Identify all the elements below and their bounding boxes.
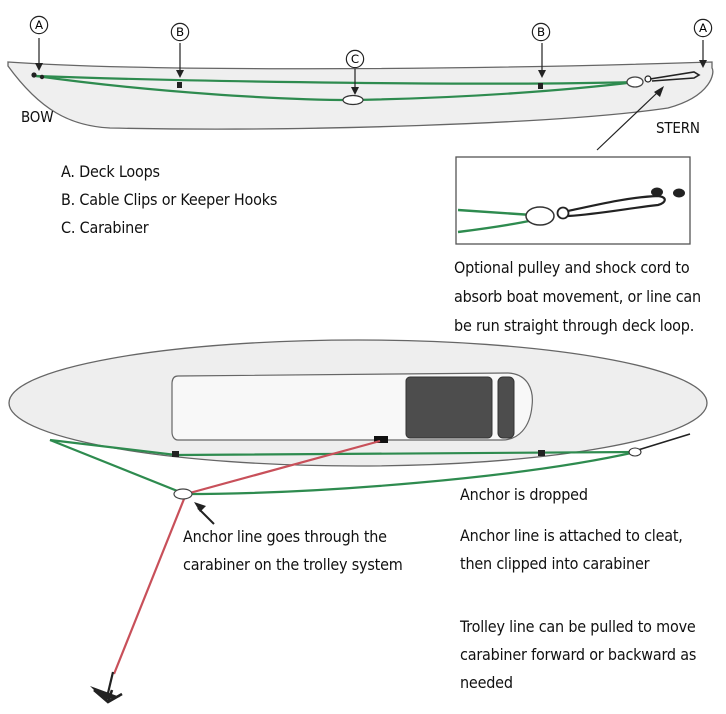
trolley-caption-3: needed <box>460 673 513 692</box>
inset-shock-cord <box>567 194 666 218</box>
anchor-pointer-arrowhead <box>194 502 206 512</box>
stern-label: STERN <box>656 119 700 137</box>
bottom-cable-clip-right <box>538 450 545 456</box>
top-cable-clip-left <box>177 82 182 88</box>
callout-a-left-arrowhead <box>35 63 43 71</box>
anchor-icon <box>90 671 123 704</box>
callout-a-right-arrowhead <box>699 60 707 68</box>
top-pulley <box>626 76 644 88</box>
top-deck-loop-bow <box>31 72 37 78</box>
anchor-line-caption-1: Anchor line goes through the <box>183 527 387 546</box>
stern-pointer-arrowhead <box>654 86 664 97</box>
inset-deck-loop-1 <box>651 187 663 197</box>
trolley-caption-1: Trolley line can be pulled to move <box>460 617 696 636</box>
top-kayak-hull <box>7 61 714 130</box>
inset-pulley <box>525 206 555 226</box>
anchor-line-caption-2: carabiner on the trolley system <box>183 555 403 574</box>
callout-b-right-badge: B <box>531 22 551 42</box>
inset-caption-line-1: Optional pulley and shock cord to <box>454 258 690 277</box>
bottom-shock-cord <box>637 433 691 451</box>
bottom-pulley <box>628 447 642 457</box>
inset-caption-line-2: absorb boat movement, or line can <box>454 287 701 306</box>
callout-a-right-badge: A <box>693 18 713 38</box>
callout-b-left-badge: B <box>170 22 190 42</box>
legend-item-cable-clips: B. Cable Clips or Keeper Hooks <box>61 190 278 209</box>
trolley-caption-2: carabiner forward or backward as <box>460 645 697 664</box>
cleat-caption-1: Anchor line is attached to cleat, <box>460 526 683 545</box>
bottom-trolley-line-loop <box>49 438 637 496</box>
callout-b-left-letter: B <box>176 25 184 39</box>
callout-a-left-letter: A <box>35 18 43 32</box>
top-deck-loop-bow-2 <box>39 74 45 80</box>
bottom-seat <box>405 376 493 439</box>
inset-caption-line-3: be run straight through deck loop. <box>454 316 695 335</box>
top-carabiner <box>342 94 364 106</box>
anchor-dropped-label: Anchor is dropped <box>460 485 588 504</box>
legend-item-carabiner: C. Carabiner <box>61 218 149 237</box>
top-trolley-line-upper <box>35 74 637 85</box>
callout-a-right-letter: A <box>699 21 707 35</box>
callout-c-arrowhead <box>351 87 359 95</box>
callout-c-badge: C <box>345 49 365 69</box>
inset-pulley-ring <box>556 206 570 220</box>
bottom-carabiner <box>173 488 193 500</box>
top-cable-clip-right <box>538 83 543 89</box>
callout-c-letter: C <box>351 52 359 66</box>
stern-to-inset-pointer <box>596 91 659 151</box>
bow-label: BOW <box>21 108 54 126</box>
callout-b-left-arrowhead <box>176 70 184 78</box>
bottom-seat-back <box>497 376 515 439</box>
callout-b-right-arrowhead <box>538 70 546 78</box>
legend-item-deck-loops: A. Deck Loops <box>61 162 160 181</box>
bottom-cable-clip-left <box>172 451 179 457</box>
callout-a-left-badge: A <box>29 15 49 35</box>
anchor-cleat <box>374 436 388 443</box>
cleat-caption-2: then clipped into carabiner <box>460 554 650 573</box>
callout-b-right-letter: B <box>537 25 545 39</box>
top-shock-cord <box>649 71 701 82</box>
inset-frame <box>455 156 691 245</box>
inset-deck-loop-2 <box>673 188 685 198</box>
